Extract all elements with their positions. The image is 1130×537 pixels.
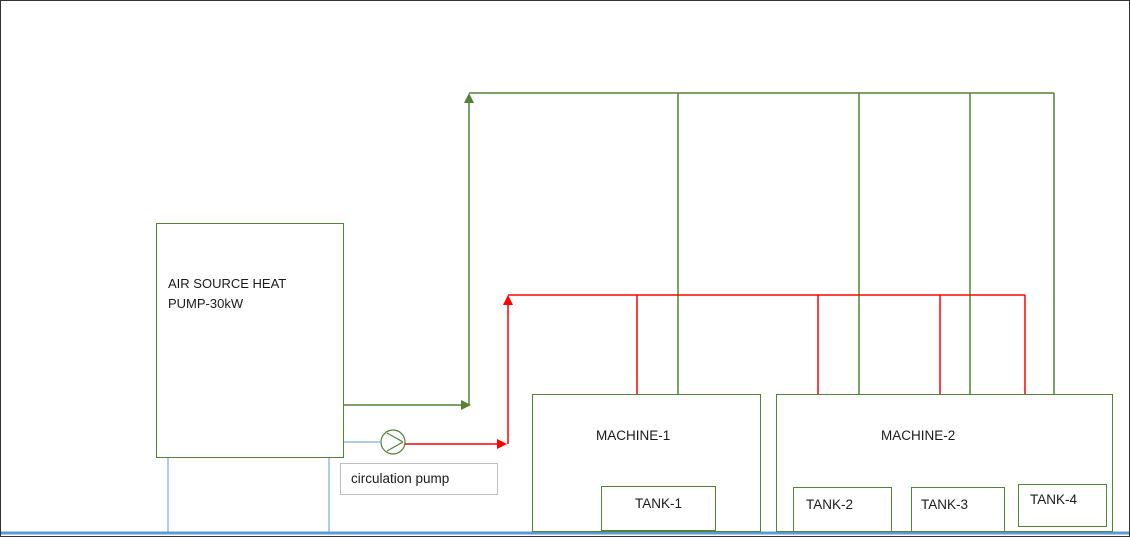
machine-1-label: MACHINE-1 (596, 428, 671, 443)
tank-4-box: TANK-4 (1018, 484, 1107, 527)
tank-2-box: TANK-2 (793, 487, 892, 532)
tank-3-label: TANK-3 (921, 497, 969, 512)
tank-1-label: TANK-1 (635, 496, 683, 511)
pump-icon (380, 429, 406, 455)
circulation-pump-label-box: circulation pump (340, 463, 498, 495)
tank-1-box: TANK-1 (601, 486, 716, 531)
circulation-pump-label: circulation pump (351, 471, 450, 486)
heat-pump-box: AIR SOURCE HEAT PUMP-30kW (156, 223, 344, 458)
tank-2-label: TANK-2 (806, 497, 854, 512)
tank-4-label: TANK-4 (1030, 492, 1078, 507)
heat-pump-label: AIR SOURCE HEAT PUMP-30kW (168, 276, 287, 311)
machine-2-label: MACHINE-2 (881, 428, 956, 443)
tank-3-box: TANK-3 (911, 487, 1005, 532)
